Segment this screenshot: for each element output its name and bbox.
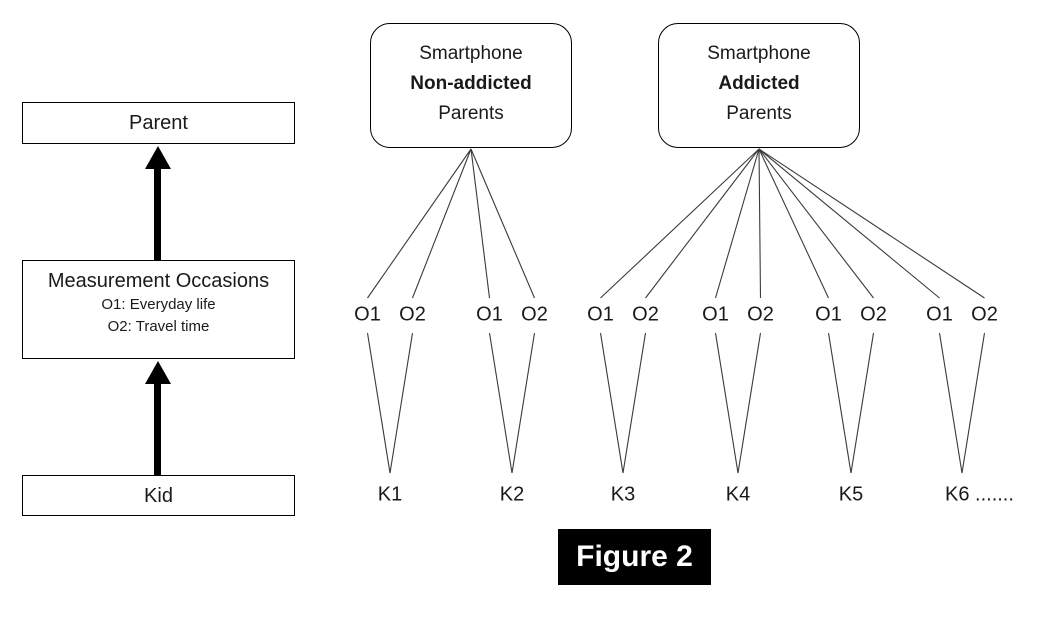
up-arrow-kid-to-occasions-head — [145, 361, 171, 384]
connector-line — [714, 332, 739, 474]
connector-line — [758, 148, 762, 299]
group-box-label-line: Addicted — [718, 73, 800, 94]
occasion-label-o2-k5: O2 — [860, 303, 887, 326]
measurement-occasions-title: Measurement Occasions — [47, 270, 270, 292]
occasion-label-o2-k6: O2 — [971, 303, 998, 326]
connector-line — [938, 332, 963, 474]
occasion-label-o1-k5: O1 — [815, 303, 842, 326]
figure-caption-badge: Figure 2 — [558, 529, 711, 585]
kid-label-k6: K6 ....... — [945, 483, 1014, 506]
occasion-label-o1-k1: O1 — [354, 303, 381, 326]
occasion-label-o2-k2: O2 — [521, 303, 548, 326]
kid-label-k3: K3 — [610, 483, 636, 506]
connector-line — [600, 148, 760, 299]
connector-line — [470, 148, 536, 299]
occasion-item-everyday-life: O1: Everyday life — [101, 296, 216, 313]
kid-box: Kid — [22, 475, 295, 516]
figure-caption-text: Figure 2 — [576, 540, 693, 573]
connector-line — [411, 148, 472, 299]
group-box-label-line: Smartphone — [707, 43, 811, 64]
up-arrow-occasions-to-parent-head — [145, 146, 171, 169]
occasion-label-o2-k1: O2 — [399, 303, 426, 326]
group-box-label-line: Non-addicted — [410, 73, 532, 94]
occasion-item-travel-time: O2: Travel time — [107, 318, 210, 335]
kid-label-k1: K1 — [377, 483, 403, 506]
kid-label-k2: K2 — [499, 483, 525, 506]
connector-line — [758, 148, 829, 299]
up-arrow-kid-to-occasions-shaft — [154, 381, 161, 475]
connector-line — [758, 148, 985, 299]
connector-line — [645, 148, 760, 299]
connector-line — [599, 332, 624, 474]
group-box-label-line: Smartphone — [419, 43, 523, 64]
occasion-label-o2-k4: O2 — [747, 303, 774, 326]
occasion-label-o1-k4: O1 — [702, 303, 729, 326]
occasion-label-o1-k6: O1 — [926, 303, 953, 326]
connector-line — [470, 148, 491, 299]
connector-line — [367, 148, 472, 299]
connector-line — [622, 332, 647, 474]
connector-line — [714, 148, 760, 299]
occasion-label-o1-k2: O1 — [476, 303, 503, 326]
kid-box-label: Kid — [144, 484, 173, 507]
connector-line — [827, 332, 852, 474]
connector-line — [850, 332, 875, 474]
connector-line — [511, 332, 536, 474]
connector-line — [488, 332, 513, 474]
connector-line — [961, 332, 986, 474]
group-box-label-line: Parents — [438, 103, 504, 124]
kid-label-k5: K5 — [838, 483, 864, 506]
connector-line — [366, 332, 391, 474]
parent-box-label: Parent — [129, 112, 188, 134]
occasion-label-o2-k3: O2 — [632, 303, 659, 326]
occasion-label-o1-k3: O1 — [587, 303, 614, 326]
parent-box: Parent — [22, 102, 295, 144]
connector-line — [758, 148, 940, 299]
connector-line — [737, 332, 762, 474]
kid-label-k4: K4 — [725, 483, 751, 506]
group-box-label-line: Parents — [726, 103, 792, 124]
up-arrow-occasions-to-parent-shaft — [154, 166, 161, 260]
connector-line — [389, 332, 414, 474]
connector-line — [758, 148, 874, 299]
measurement-occasions-box: Measurement Occasions O1: Everyday life … — [22, 260, 295, 359]
